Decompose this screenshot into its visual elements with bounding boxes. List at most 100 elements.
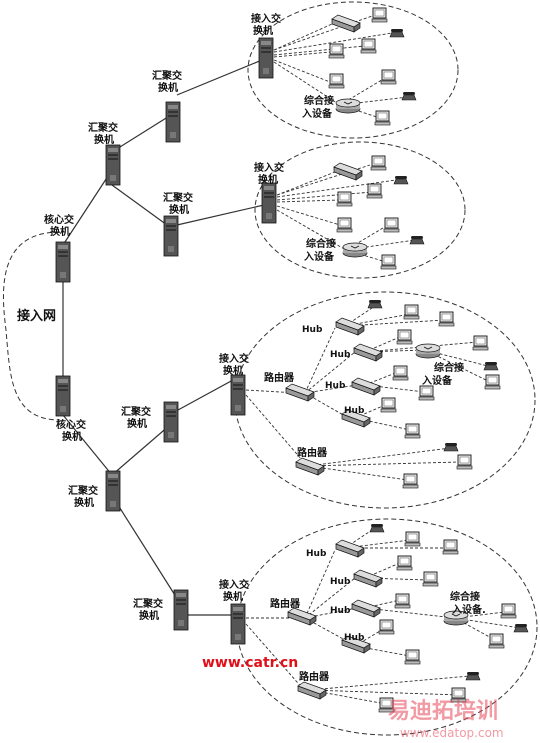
hub-device	[335, 539, 365, 558]
computer-icon	[396, 555, 413, 571]
aggregation-switch-1-label-2: 换机	[94, 133, 114, 146]
computer-icon	[371, 7, 388, 23]
hub-label: Hub	[325, 381, 346, 391]
computer-icon	[418, 385, 435, 401]
access-zone-1	[247, 1, 459, 139]
core-switch-top-label-2: 换机	[50, 225, 70, 238]
computer-icon	[383, 217, 400, 233]
zone-3-links	[245, 307, 491, 481]
aggregation-switch-3-label: 汇聚交	[163, 191, 193, 204]
computer-icon	[442, 539, 459, 555]
router-label: 路由器	[270, 597, 301, 610]
core-switch-bottom-label-2: 换机	[62, 430, 82, 443]
computer-icon	[404, 423, 421, 439]
computer-icon	[484, 374, 501, 390]
access-zone-3	[234, 291, 536, 509]
access-switch-3-label-2: 换机	[223, 364, 243, 377]
iad-3-label-2: 入设备	[422, 374, 453, 387]
access-switch-1-label-2: 换机	[253, 24, 273, 37]
iad-3-label: 综合接	[434, 361, 464, 374]
access-switch-3-label: 接入交	[219, 352, 249, 365]
iad-1-label-2: 入设备	[302, 107, 333, 120]
aggregation-switch-5	[163, 401, 179, 443]
computer-icon	[366, 183, 383, 199]
integrated-access-device	[415, 343, 441, 359]
phone-icon	[389, 28, 405, 38]
computer-icon	[380, 254, 397, 270]
computer-icon	[500, 603, 517, 619]
access-switch-2	[261, 182, 277, 224]
aggregation-switch-5-label-2: 换机	[127, 417, 147, 430]
phone-icon	[393, 175, 409, 185]
core-switch-top-label: 核心交	[44, 213, 74, 226]
router-device	[295, 457, 325, 476]
router-label: 路由器	[299, 670, 330, 683]
access-switch-4	[230, 603, 246, 645]
computer-icon	[336, 191, 353, 207]
aggregation-switch-4-label-2: 换机	[74, 496, 94, 509]
iad-4-label-2: 入设备.	[452, 603, 486, 616]
aggregation-switch-5-label: 汇聚交	[121, 405, 151, 418]
computer-icon	[360, 38, 377, 54]
access-switch-2-label-2: 换机	[258, 173, 278, 186]
hub-label: Hub	[306, 549, 327, 559]
computer-icon	[404, 649, 421, 665]
hub-device	[351, 599, 381, 618]
computer-icon	[404, 531, 421, 547]
computer-icon	[374, 110, 391, 126]
computer-icon	[488, 633, 505, 649]
computer-icon	[438, 311, 455, 327]
access-switch-1	[258, 37, 274, 79]
hub-device	[333, 162, 363, 181]
phone-icon	[465, 671, 481, 681]
access-switch-3	[230, 374, 246, 416]
aggregation-switch-4	[105, 470, 121, 512]
iad-2-label-2: 入设备	[304, 250, 335, 263]
hub-device	[331, 14, 361, 33]
computer-icon	[456, 454, 473, 470]
phone-icon	[401, 91, 417, 101]
computer-icon	[396, 329, 413, 345]
aggregation-switch-1-label: 汇聚交	[88, 121, 118, 134]
access-switch-4-label: 接入交	[219, 578, 249, 591]
access-network-label: 接入网	[17, 308, 56, 324]
hub-device	[335, 317, 365, 336]
access-switch-4-label-2: 换机	[223, 590, 243, 603]
aggregation-switch-6-label-2: 换机	[139, 609, 159, 622]
phone-icon	[367, 299, 383, 309]
computer-icon	[380, 69, 397, 85]
core-switch-bottom-label: 核心交	[56, 418, 86, 431]
access-switch-1-label: 接入交	[251, 12, 281, 25]
hub-device	[353, 569, 383, 588]
hub-device	[353, 343, 383, 362]
phone-icon	[443, 442, 459, 452]
aggregation-switch-4-label: 汇聚交	[68, 484, 98, 497]
watermark-site-2: www.edatop.com	[400, 726, 504, 740]
router-device	[287, 607, 317, 626]
aggregation-switch-6	[173, 589, 189, 631]
computer-icon	[472, 335, 489, 351]
hub-label: Hub	[330, 350, 351, 360]
access-zone-2	[254, 141, 466, 279]
hub-label: Hub	[344, 633, 365, 643]
phone-icon	[483, 361, 499, 371]
core-switch-bottom	[55, 375, 71, 417]
watermark-site-1: www.catr.cn	[202, 655, 298, 671]
router-device	[297, 681, 327, 700]
computer-icon	[402, 473, 419, 489]
aggregation-switch-3-label-2: 换机	[169, 203, 189, 216]
access-zone-4	[236, 518, 538, 736]
computer-icon	[328, 73, 345, 89]
hub-label: Hub	[302, 325, 323, 335]
hub-label: Hub	[330, 606, 351, 616]
integrated-access-device	[342, 242, 368, 258]
router-label: 路由器	[264, 371, 295, 384]
hub-label: Hub	[344, 406, 365, 416]
aggregation-switch-2-label: 汇聚交	[152, 69, 182, 82]
aggregation-switch-1	[105, 144, 121, 186]
trunk-links	[62, 59, 265, 616]
computer-icon	[380, 397, 397, 413]
aggregation-switch-6-label: 汇聚交	[133, 597, 163, 610]
hub-label: Hub	[330, 577, 351, 587]
